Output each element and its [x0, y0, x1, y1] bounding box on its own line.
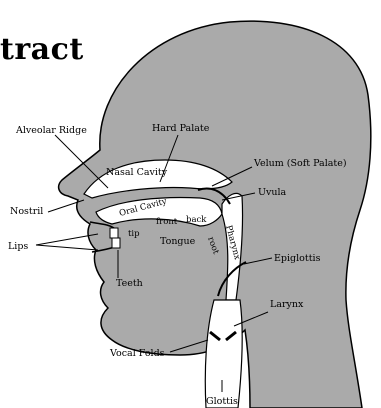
label-nostril: Nostril: [10, 206, 43, 217]
upper-teeth: [110, 228, 118, 238]
label-alveolar-ridge: Alveolar Ridge: [15, 125, 87, 136]
label-teeth: Teeth: [116, 278, 143, 289]
label-front: front: [156, 217, 178, 227]
larynx-shape: [205, 300, 242, 408]
label-epiglottis: Epiglottis: [274, 253, 321, 264]
label-hard-palate: Hard Palate: [152, 123, 210, 134]
label-glottis: Glottis: [206, 396, 238, 407]
label-lips: Lips: [8, 241, 28, 252]
label-tip: tip: [128, 229, 140, 239]
label-larynx: Larynx: [270, 299, 304, 310]
lower-teeth: [112, 238, 120, 248]
label-velum: Velum (Soft Palate): [253, 158, 347, 169]
label-uvula: Uvula: [258, 187, 287, 198]
label-tongue: Tongue: [160, 236, 196, 247]
label-back: back: [186, 215, 207, 225]
label-vocal-folds: Vocal Folds: [109, 348, 165, 359]
label-nasal-cavity: Nasal Cavity: [106, 167, 168, 178]
